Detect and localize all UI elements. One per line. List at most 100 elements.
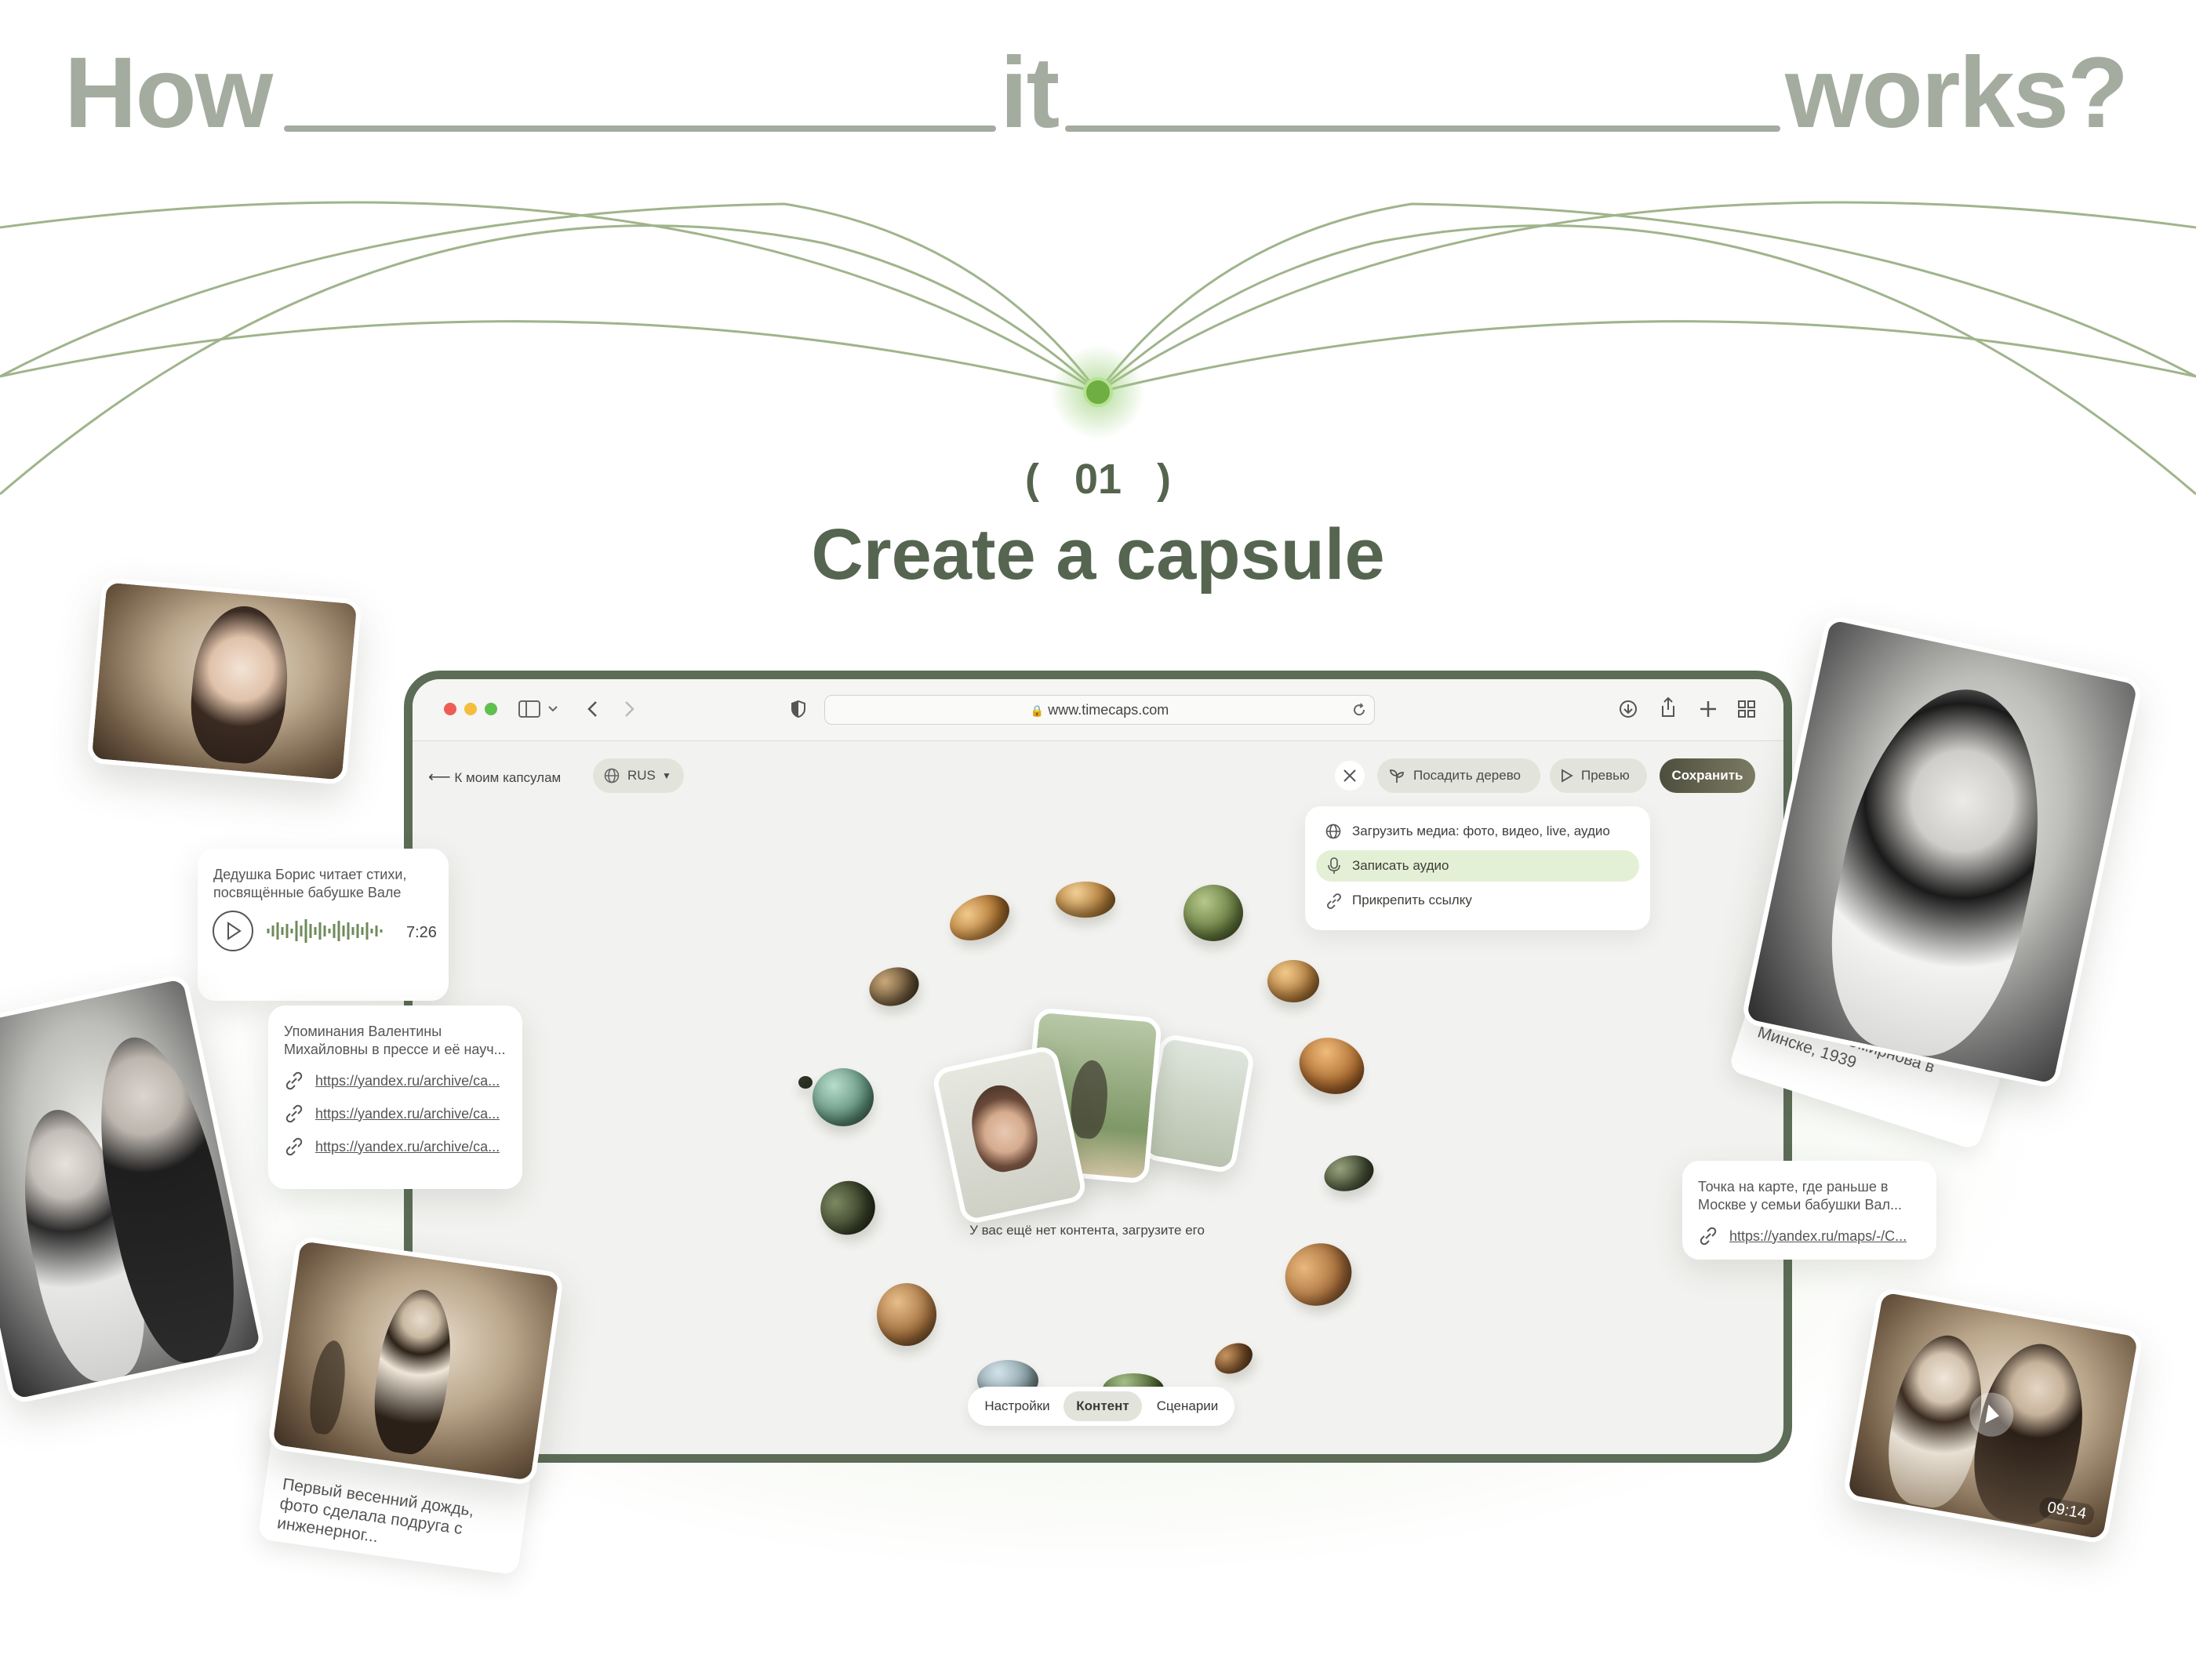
link-url[interactable]: https://yandex.ru/archive/ca... — [315, 1072, 500, 1089]
tab-settings[interactable]: Настройки — [984, 1398, 1050, 1413]
stone — [1291, 1028, 1372, 1104]
lock-icon: 🔒 — [1030, 704, 1045, 717]
step-paren-close: ) — [1157, 456, 1172, 503]
waveform-icon — [267, 919, 383, 943]
preview-label: Превью — [1581, 768, 1630, 783]
url-text: www.timecaps.com — [1048, 702, 1169, 718]
stone — [1320, 1150, 1378, 1197]
plant-tree-button[interactable]: Посадить дерево — [1377, 758, 1540, 793]
minimize-window-dot[interactable] — [464, 703, 477, 715]
caret-down-icon: ▼ — [662, 770, 671, 781]
menu-item-label: Прикрепить ссылку — [1352, 893, 1472, 907]
tab-content[interactable]: Контент — [1063, 1391, 1142, 1421]
stone — [877, 1283, 936, 1346]
share-icon[interactable] — [1660, 696, 1677, 718]
arrow-left-icon: ⟵ — [428, 769, 451, 786]
close-icon[interactable] — [1334, 760, 1365, 791]
play-icon — [1562, 769, 1573, 783]
address-bar[interactable]: 🔒 www.timecaps.com — [824, 695, 1375, 725]
plant-tree-label: Посадить дерево — [1413, 768, 1521, 783]
add-content-menu: Загрузить медиа: фото, видео, live, ауди… — [1305, 806, 1650, 930]
new-tab-icon[interactable] — [1699, 700, 1718, 718]
audio-card: Дедушка Борис читает стихи, посвящённые … — [198, 849, 449, 1001]
press-link-1[interactable]: https://yandex.ru/archive/ca... — [284, 1071, 507, 1091]
page-title: Create a capsule — [811, 515, 1385, 595]
couple-photo — [0, 973, 267, 1405]
portrait-photo-left — [86, 576, 362, 786]
stone — [864, 962, 924, 1012]
link-icon — [285, 1071, 303, 1090]
step-index: 01 — [1074, 456, 1122, 503]
menu-item-label: Загрузить медиа: фото, видео, live, ауди… — [1352, 824, 1610, 838]
play-button-icon[interactable] — [212, 910, 254, 952]
download-icon[interactable] — [1619, 700, 1638, 718]
browser-toolbar: 🔒 www.timecaps.com — [413, 679, 1783, 741]
globe-icon — [604, 768, 620, 784]
sprout-icon — [1390, 769, 1404, 783]
link-url[interactable]: https://yandex.ru/maps/-/C... — [1729, 1227, 1907, 1244]
menu-item-attach-link[interactable]: Прикрепить ссылку — [1316, 885, 1639, 916]
menu-item-label: Записать аудио — [1352, 858, 1449, 873]
link-icon — [285, 1104, 303, 1123]
preview-button[interactable]: Превью — [1550, 758, 1647, 793]
heading-line-2 — [1065, 125, 1780, 132]
decorative-curves — [0, 201, 2196, 496]
link-icon — [1327, 893, 1341, 909]
stone — [942, 885, 1017, 950]
press-card-text: Упоминания Валентины Михайловны в прессе… — [284, 1024, 506, 1057]
video-duration: 09:14 — [2038, 1496, 2096, 1527]
heading-line-1 — [284, 125, 996, 132]
play-icon[interactable] — [1964, 1387, 2019, 1442]
stone — [798, 1076, 813, 1089]
audio-duration: 7:26 — [406, 924, 437, 941]
back-to-capsules-link[interactable]: ⟵ К моим капсулам — [428, 767, 561, 787]
save-button[interactable]: Сохранить — [1660, 758, 1755, 793]
heading-word-works: works? — [1785, 37, 2129, 149]
audio-card-text: Дедушка Борис читает стихи, посвящённые … — [213, 867, 407, 900]
save-label: Сохранить — [1671, 768, 1743, 783]
browser-window: 🔒 www.timecaps.com ⟵ К моим капсулам RUS… — [404, 671, 1792, 1463]
heading-word-it: it — [1000, 37, 1060, 149]
globe-icon — [1325, 824, 1341, 839]
audio-player — [212, 910, 254, 952]
map-link[interactable]: https://yandex.ru/maps/-/C... — [1698, 1226, 1921, 1246]
shield-icon[interactable] — [791, 700, 806, 718]
stone — [1267, 960, 1319, 1002]
link-url[interactable]: https://yandex.ru/archive/ca... — [315, 1105, 500, 1122]
press-card: Упоминания Валентины Михайловны в прессе… — [268, 1005, 522, 1189]
press-link-3[interactable]: https://yandex.ru/archive/ca... — [284, 1136, 507, 1157]
menu-item-upload-media[interactable]: Загрузить медиа: фото, видео, live, ауди… — [1316, 816, 1639, 847]
sidebar-toggle-icon[interactable] — [518, 700, 540, 718]
back-arrow-icon[interactable] — [587, 700, 598, 718]
step-number: ( 01 ) — [0, 455, 2196, 504]
map-card-text: Точка на карте, где раньше в Москве у се… — [1698, 1179, 1902, 1213]
map-card: Точка на карте, где раньше в Москве у се… — [1682, 1161, 1936, 1260]
video-thumbnail[interactable]: 09:14 — [1842, 1286, 2144, 1545]
language-label: RUS — [627, 768, 656, 783]
empty-state-text: У вас ещё нет контента, загрузите его — [969, 1223, 1205, 1238]
link-icon — [285, 1137, 303, 1156]
link-url[interactable]: https://yandex.ru/archive/ca... — [315, 1138, 500, 1155]
stone — [1274, 1232, 1362, 1317]
stone — [813, 1068, 874, 1126]
microphone-icon — [1328, 857, 1340, 874]
step-paren-open: ( — [1024, 456, 1039, 503]
menu-item-record-audio[interactable]: Записать аудио — [1316, 850, 1639, 882]
link-icon — [1700, 1227, 1717, 1245]
minsk-portrait-photo — [1740, 613, 2143, 1090]
maximize-window-dot[interactable] — [485, 703, 497, 715]
back-link-label: К моим капсулам — [454, 770, 562, 785]
reload-icon[interactable] — [1352, 703, 1366, 717]
stone — [1183, 885, 1243, 941]
tab-scenarios[interactable]: Сценарии — [1156, 1398, 1219, 1413]
forward-arrow-icon[interactable] — [624, 700, 635, 718]
stone — [810, 1171, 885, 1245]
heading-word-how: How — [64, 37, 273, 149]
press-link-2[interactable]: https://yandex.ru/archive/ca... — [284, 1104, 507, 1124]
tab-overview-icon[interactable] — [1738, 700, 1755, 718]
language-selector[interactable]: RUS ▼ — [593, 758, 684, 793]
bottom-tabs: Настройки Контент Сценарии — [968, 1387, 1234, 1426]
chevron-down-icon[interactable] — [548, 705, 558, 713]
stone — [1056, 882, 1115, 918]
close-window-dot[interactable] — [444, 703, 456, 715]
